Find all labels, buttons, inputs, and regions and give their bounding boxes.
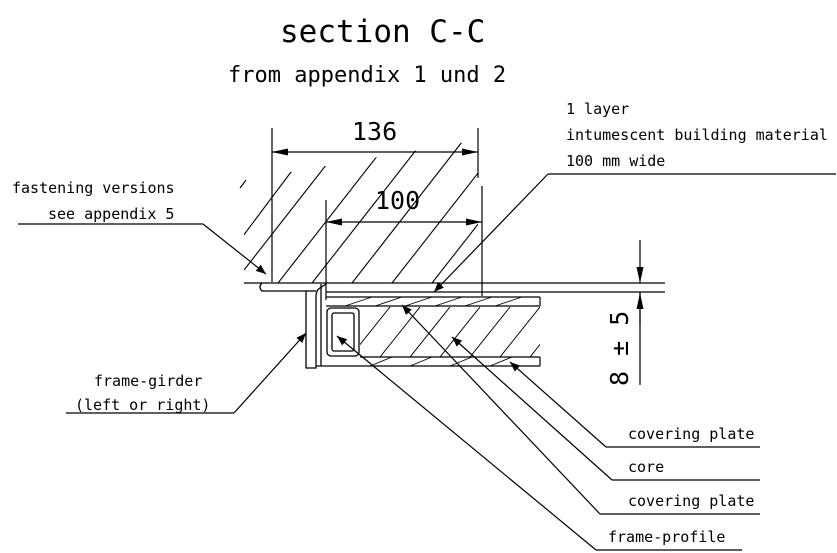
note-layer-line3: 100 mm wide: [566, 152, 665, 170]
label-covering-plate-bottom: covering plate: [628, 425, 754, 443]
leader-fastening: [18, 223, 267, 275]
wall-hatch: [244, 141, 478, 283]
wall-hatch-top: [239, 179, 247, 189]
frame-girder-shape: [259, 282, 327, 369]
intumescent-layer-hatch: [344, 296, 523, 307]
label-core: core: [628, 458, 664, 476]
label-covering-plate-top: covering plate: [628, 492, 754, 510]
note-fastening-line2: see appendix 5: [48, 205, 174, 223]
core-hatch: [360, 307, 540, 357]
section-subtitle: from appendix 1 und 2: [228, 63, 506, 88]
dimension-overall-width-label: 136: [352, 117, 397, 146]
part-leaders: [336, 304, 760, 551]
note-frame-girder-line2: (left or right): [75, 396, 210, 414]
note-frame-girder-line1: frame-girder: [94, 372, 202, 390]
leader-frame-girder: [66, 332, 307, 414]
note-layer-line2: intumescent building material: [566, 126, 828, 144]
dimension-strip-width-label: 100: [375, 186, 420, 215]
section-title: section C-C: [280, 14, 485, 50]
note-layer-line1: 1 layer: [566, 100, 629, 118]
label-frame-profile: frame-profile: [608, 528, 725, 546]
frame-profile-shape: [326, 307, 360, 357]
bottom-plate-hatch: [369, 356, 513, 367]
dimension-overall-width: [271, 128, 479, 282]
leader-intumescent-layer: [433, 173, 836, 293]
surface-lines: [244, 282, 665, 293]
covering-plates: [316, 296, 541, 367]
note-fastening-line1: fastening versions: [12, 179, 175, 197]
dimension-thickness-label: 8 ± 5: [605, 311, 634, 386]
